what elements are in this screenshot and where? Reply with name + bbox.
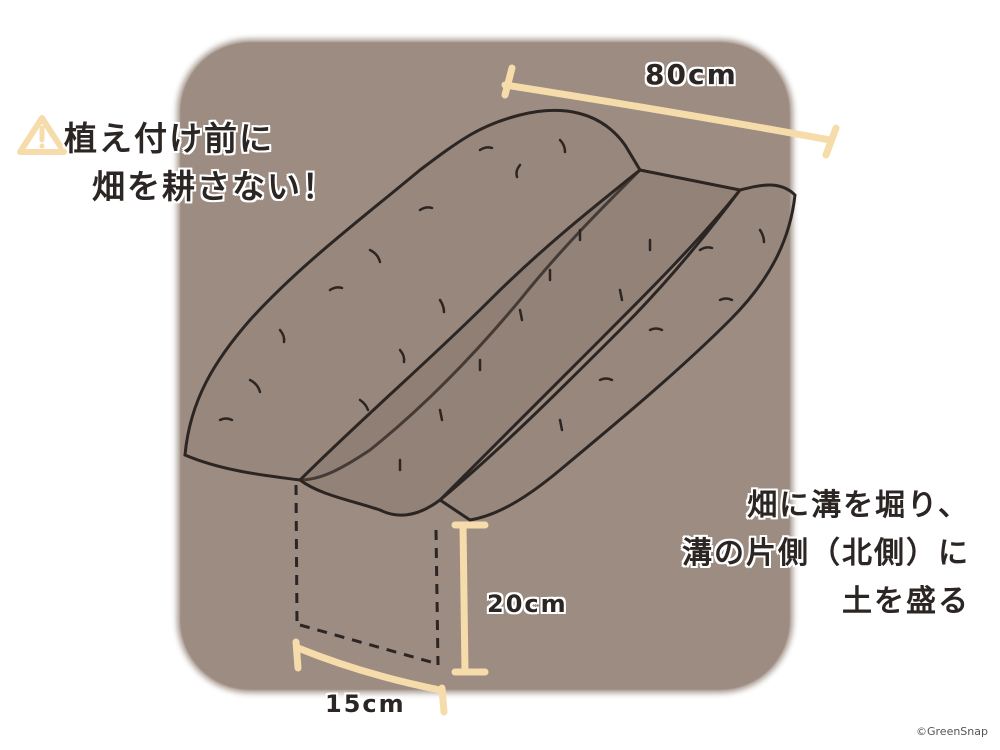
- trench-width-label: 15cm: [325, 690, 406, 718]
- warning-text: 植え付け前に 畑を耕さない！: [28, 115, 337, 211]
- measurement-lines: [292, 64, 840, 716]
- left-ridge: [183, 109, 642, 482]
- depth-label: 20cm: [487, 590, 568, 618]
- instruction-line-3: 土を盛る: [842, 584, 970, 619]
- copyright-credit: ©GreenSnap: [916, 725, 988, 738]
- depth-20cm-line: [459, 521, 469, 676]
- instruction-line-1: 畑に溝を堀り、: [747, 488, 970, 523]
- warning-triangle-icon: [17, 115, 67, 155]
- instruction-line-2: 溝の片側（北側）に: [682, 536, 970, 571]
- width-label: 80cm: [645, 58, 738, 91]
- width-80cm-line: [501, 81, 834, 144]
- warning-line-1: 植え付け前に: [64, 119, 274, 158]
- soil-texture-marks: [218, 138, 766, 472]
- trench: [297, 168, 743, 517]
- soil-background: [180, 42, 790, 690]
- instruction-text: 畑に溝を堀り、 溝の片側（北側）に 土を盛る: [640, 482, 970, 626]
- warning-line-2: 畑を耕さない！: [92, 167, 337, 206]
- trench-width-15cm-line: [294, 644, 444, 694]
- trench-cross-section-dashes: [294, 484, 440, 666]
- right-ridge: [437, 183, 797, 522]
